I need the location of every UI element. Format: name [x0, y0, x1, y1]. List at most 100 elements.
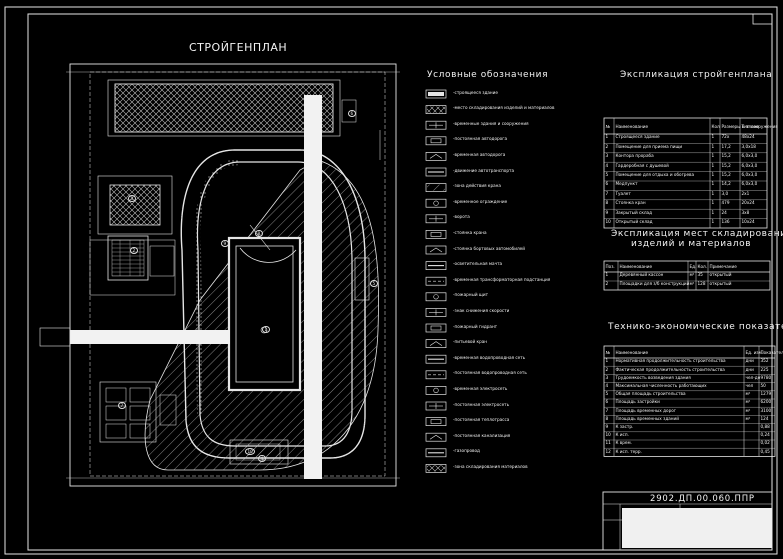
- legend-symbol-9: [425, 230, 447, 239]
- legend-symbols: [425, 89, 447, 473]
- tech-cell-11-3: 0,45: [760, 448, 770, 454]
- inner-frame: [27, 13, 773, 551]
- legend-label-17: -временная водопроводная сеть: [453, 354, 526, 360]
- tech-cell-10-1: К врем.: [615, 440, 633, 446]
- tech-title: Технико-экономические показатели: [608, 322, 783, 332]
- tech-cell-0-2: дни: [745, 358, 754, 364]
- explication-cell-1-4: 3,0х18: [741, 143, 756, 149]
- tech-header-2: Ед. изм.: [745, 349, 764, 355]
- legend-symbol-14: [425, 308, 447, 317]
- storage-cell-1-0: 2: [605, 281, 609, 287]
- legend-label-15: -пожарный гидрант: [453, 323, 498, 329]
- temporary-road: [180, 149, 366, 459]
- explication-cell-9-1: Открытый склад: [615, 218, 653, 224]
- legend-symbol-2: [425, 120, 447, 130]
- explication-cell-1-3: 17,2: [721, 143, 731, 149]
- explication-title: Экспликация стройгенплана: [620, 70, 773, 80]
- explication-cell-4-2: 1: [711, 171, 715, 177]
- tech-cell-1-0: 2: [605, 366, 609, 372]
- tech-cell-2-2: чел-дн: [745, 374, 761, 380]
- legend-symbol-11: [425, 261, 447, 270]
- tech-cell-6-1: Площадь временных дорог: [615, 407, 677, 413]
- legend-label-7: -временное ограждение: [453, 198, 508, 204]
- explication-cell-9-2: 1: [711, 218, 715, 224]
- temp-building-b: [107, 235, 149, 281]
- tech-cell-1-1: Фактическая продолжительность строительс…: [615, 366, 725, 372]
- tech-cell-1-2: дни: [745, 366, 754, 372]
- explication-cell-4-3: 15,2: [721, 171, 731, 177]
- tech-cell-6-2: м²: [745, 407, 751, 413]
- explication-cell-6-2: 1: [711, 190, 715, 196]
- storage-header-1: Наименование: [619, 264, 653, 269]
- plan-number-8: 8: [255, 230, 263, 237]
- explication-cell-0-0: 1: [605, 134, 609, 140]
- tech-cell-6-0: 7: [605, 407, 609, 413]
- tech-cell-2-1: Трудоемкость возведения здания: [615, 374, 691, 380]
- legend-label-3: -постоянная автодорога: [453, 136, 508, 142]
- explication-cell-4-0: 5: [605, 171, 609, 177]
- explication-cell-3-3: 15,2: [721, 162, 731, 168]
- explication-cell-8-3: 24: [721, 209, 727, 215]
- tech-cell-10-0: 11: [605, 440, 611, 446]
- site-plan: [39, 63, 400, 487]
- tech-header-0: №: [605, 349, 610, 355]
- plan-number-6: 6: [348, 110, 356, 117]
- plan-number-9: 9: [221, 240, 229, 247]
- tech-cell-5-2: м²: [745, 399, 751, 405]
- explication-cell-5-2: 1: [711, 181, 715, 187]
- legend-symbol-6: [425, 183, 447, 192]
- explication-cell-9-4: 10х24: [741, 218, 755, 224]
- legend-label-9: -стоянка крана: [453, 229, 487, 235]
- tech-cell-5-1: Площадь застройки: [615, 399, 660, 405]
- storage-cell-0-1: Деревянный кассон: [619, 272, 664, 278]
- legend-label-0: -строящееся здание: [453, 89, 498, 95]
- tech-cell-0-0: 1: [605, 358, 609, 364]
- storage-cell-1-1: Площадки для з/б конструкций: [619, 281, 690, 287]
- explication-cell-2-2: 1: [711, 153, 715, 159]
- tech-header-3: Показатели: [760, 349, 783, 355]
- explication-cell-3-1: Гардеробная с душевой: [615, 162, 669, 168]
- explication-cell-5-0: 6: [605, 181, 609, 187]
- explication-cell-1-1: Помещение для приема пищи: [615, 143, 683, 149]
- tech-header-1: Наименование: [615, 349, 649, 355]
- storage-header-3: Кол.: [697, 264, 708, 269]
- explication-cell-4-1: Помещение для отдыха и обогрева: [615, 171, 695, 177]
- storage-title-2: изделий и материалов: [631, 239, 752, 249]
- storage-header-0: Поз.: [605, 264, 615, 269]
- tech-cell-4-3: 1279: [760, 391, 772, 397]
- tech-cell-7-0: 8: [605, 415, 609, 421]
- explication-cell-2-0: 3: [605, 153, 609, 159]
- storage-cell-1-3: 128: [697, 281, 706, 287]
- explication-cell-5-1: Медпункт: [615, 181, 638, 187]
- legend-symbol-22: [425, 432, 447, 442]
- explication-table: [603, 117, 768, 229]
- legend-symbol-10: [425, 245, 447, 255]
- tech-cell-7-3: 124: [760, 415, 769, 421]
- storage-table: [603, 260, 771, 291]
- explication-cell-8-1: Закрытый склад: [615, 209, 653, 215]
- legend-symbol-16: [425, 339, 447, 348]
- storage-cell-1-2: м²: [689, 281, 695, 287]
- tech-cell-4-1: Общая площадь строительства: [615, 391, 686, 397]
- legend-label-19: -временная электросеть: [453, 385, 508, 391]
- explication-cell-3-2: 1: [711, 162, 715, 168]
- legend-label-13: -пожарный щит: [453, 292, 489, 298]
- plan-number-10: 10: [245, 448, 256, 455]
- explication-cell-8-0: 9: [605, 209, 609, 215]
- explication-cell-7-2: 1: [711, 200, 715, 206]
- legend-symbol-19: [425, 386, 447, 395]
- explication-header-0: №: [605, 123, 610, 129]
- plan-number-1: 1: [262, 326, 270, 333]
- legend-symbol-4: [425, 152, 447, 161]
- building: [227, 236, 302, 392]
- tech-cell-4-2: м²: [745, 391, 751, 397]
- plan-number-2: 2: [130, 247, 138, 254]
- tech-cell-3-2: чел: [745, 382, 754, 388]
- temp-building-a: [109, 184, 161, 226]
- tech-cell-7-2: м²: [745, 415, 751, 421]
- legend-label-11: -осветительная мачта: [453, 261, 503, 267]
- legend-label-6: -зона действия крана: [453, 183, 501, 189]
- explication-cell-7-4: 20х24: [741, 200, 755, 206]
- legend-symbol-24: [425, 464, 447, 473]
- explication-header-4: Тип сооружения: [741, 123, 778, 129]
